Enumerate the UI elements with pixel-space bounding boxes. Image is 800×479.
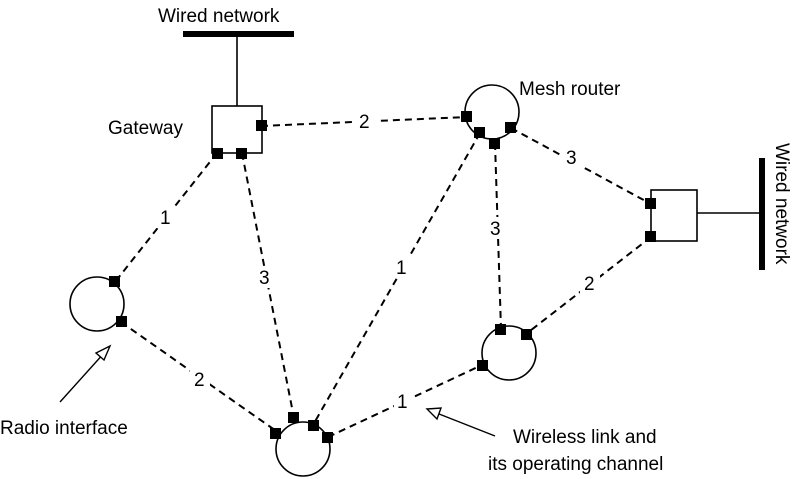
wired-network-label-top: Wired network: [158, 6, 280, 27]
radio-port: [109, 276, 120, 287]
radio-port: [645, 198, 656, 209]
channel-label: 2: [194, 370, 205, 391]
channel-label: 3: [566, 148, 577, 169]
link-gateway-meshrouter: [260, 116, 468, 127]
bottom-mesh-node: [270, 412, 333, 477]
wired-network-label-right: Wired network: [771, 143, 792, 265]
radio-port: [236, 148, 247, 159]
link-gateway-left-node: [114, 152, 218, 283]
mesh-router-label: Mesh router: [519, 79, 621, 100]
radio-port: [474, 127, 485, 138]
channel-label: 1: [160, 208, 171, 229]
wireless-link-label-line1: Wireless link and: [513, 427, 657, 448]
gateway-right-node: [645, 189, 698, 242]
radio-port: [489, 138, 500, 149]
channel-label: 2: [359, 112, 370, 133]
radio-port: [288, 412, 299, 423]
wireless-link-label-line2: its operating channel: [488, 454, 663, 475]
link-gatewayright-lowerright-node: [525, 236, 652, 335]
radio-port: [505, 122, 516, 133]
gateway-label: Gateway: [108, 118, 183, 139]
lower-right-mesh-node: [477, 324, 537, 381]
radio-port: [256, 120, 267, 131]
channel-label: 1: [396, 258, 407, 279]
channel-label: 3: [259, 268, 270, 289]
radio-port: [212, 148, 223, 159]
channel-label: 3: [490, 219, 501, 240]
radio-port: [270, 428, 281, 439]
channel-label: 2: [584, 274, 595, 295]
radio-port: [461, 111, 472, 122]
channel-labels: 2 3 1 3 1 3 2 2 1: [156, 110, 600, 413]
radio-port: [495, 324, 506, 335]
radio-port: [116, 316, 127, 327]
link-meshrouter-bottom-node: [312, 132, 481, 426]
radio-port: [308, 420, 319, 431]
wireless-link-arrow-head: [425, 407, 443, 421]
gateway-node: [211, 105, 267, 159]
left-mesh-node: [69, 276, 127, 332]
radio-interface-label: Radio interface: [0, 418, 128, 439]
radio-interface-arrow-line: [59, 351, 106, 403]
mesh-router-node: [461, 84, 520, 149]
radio-port: [477, 360, 488, 371]
radio-port: [322, 432, 333, 443]
channel-label: 1: [397, 392, 408, 413]
wireless-link-arrow-line: [433, 411, 496, 437]
link-meshrouter-gateway-right: [510, 127, 652, 205]
radio-port: [521, 329, 532, 340]
radio-interface-arrow-head: [94, 344, 112, 362]
radio-port: [645, 231, 656, 242]
